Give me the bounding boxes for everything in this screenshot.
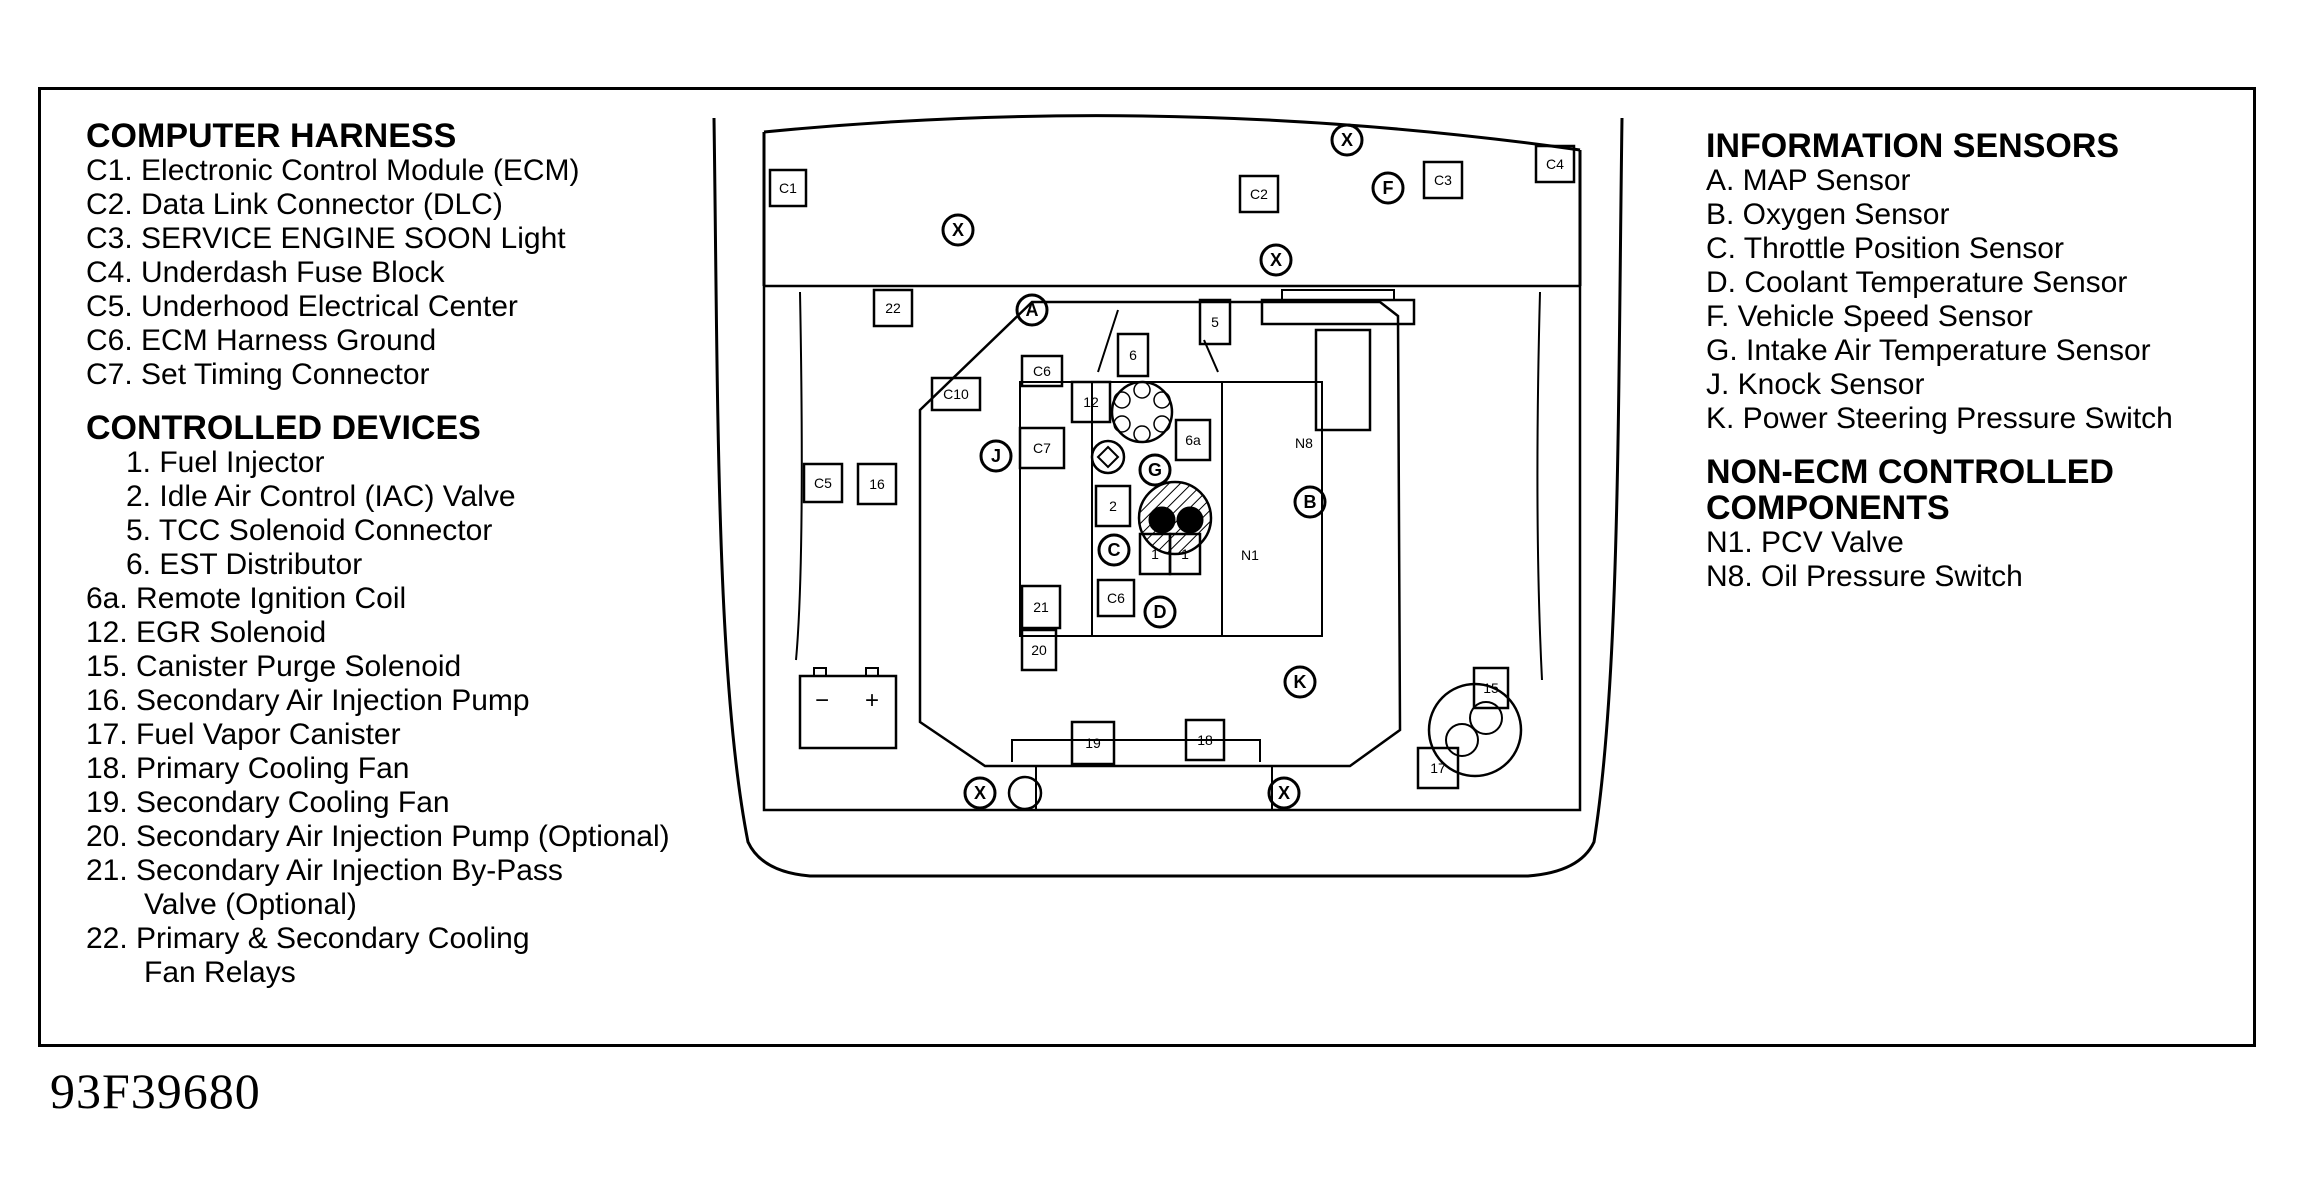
legend-item-j: J. Knock Sensor xyxy=(1706,368,1925,401)
legend-item-c3: C3. SERVICE ENGINE SOON Light xyxy=(86,222,566,255)
ground-x-3: X xyxy=(1270,250,1282,270)
label-1b: 1 xyxy=(1181,546,1189,562)
legend-item-2: 2. Idle Air Control (IAC) Valve xyxy=(126,480,516,513)
information-sensors-heading: INFORMATION SENSORS xyxy=(1706,127,2120,165)
legend-item-k: K. Power Steering Pressure Switch xyxy=(1706,402,2173,435)
label-18: 18 xyxy=(1197,732,1213,748)
label-20: 20 xyxy=(1031,642,1047,658)
label-c1: C1 xyxy=(779,180,797,196)
sensor-f: F xyxy=(1383,178,1394,198)
label-6a: 6a xyxy=(1185,432,1201,448)
sensor-g: G xyxy=(1148,460,1162,480)
label-c5: C5 xyxy=(814,475,832,491)
intake-duct xyxy=(1314,328,1372,432)
legend-item-a: A. MAP Sensor xyxy=(1706,164,1911,197)
legend-item-f: F. Vehicle Speed Sensor xyxy=(1706,300,2033,333)
battery-plus: + xyxy=(865,687,879,714)
controlled-devices-heading: CONTROLLED DEVICES xyxy=(86,409,481,447)
engine-enclosure xyxy=(918,300,1402,768)
sensor-c: C xyxy=(1108,540,1121,560)
legend-item-6a: 6a. Remote Ignition Coil xyxy=(86,582,407,615)
sensor-b: B xyxy=(1304,492,1317,512)
legend-item-c7: C7. Set Timing Connector xyxy=(86,358,430,391)
label-c6-low: C6 xyxy=(1107,590,1125,606)
diagram-frame xyxy=(38,87,2256,1047)
legend-item-n8: N8. Oil Pressure Switch xyxy=(1706,560,2023,593)
label-6: 6 xyxy=(1129,347,1137,363)
vehicle-body-outline xyxy=(712,117,1624,878)
legend-item-16: 16. Secondary Air Injection Pump xyxy=(86,684,530,717)
legend-item-21: 21. Secondary Air Injection By-Pass xyxy=(86,854,563,887)
computer-harness-heading: COMPUTER HARNESS xyxy=(86,117,457,155)
legend-item-c5: C5. Underhood Electrical Center xyxy=(86,290,518,323)
legend-item-17: 17. Fuel Vapor Canister xyxy=(86,718,401,751)
sensor-k: K xyxy=(1294,672,1307,692)
label-c10: C10 xyxy=(943,386,969,402)
legend-item-c2: C2. Data Link Connector (DLC) xyxy=(86,188,503,221)
label-17: 17 xyxy=(1430,760,1446,776)
legend-item-18: 18. Primary Cooling Fan xyxy=(86,752,410,785)
legend-item-20: 20. Secondary Air Injection Pump (Option… xyxy=(86,820,670,853)
label-n1: N1 xyxy=(1241,547,1259,563)
legend-item-d: D. Coolant Temperature Sensor xyxy=(1706,266,2128,299)
label-2: 2 xyxy=(1109,498,1117,514)
label-c2: C2 xyxy=(1250,186,1268,202)
label-1a: 1 xyxy=(1151,546,1159,562)
label-15: 15 xyxy=(1483,680,1499,696)
legend-item-n1: N1. PCV Valve xyxy=(1706,526,1904,559)
label-n8: N8 xyxy=(1295,435,1313,451)
ground-x-5: X xyxy=(1278,783,1290,803)
label-22: 22 xyxy=(885,300,901,316)
sensor-j: J xyxy=(991,446,1001,466)
battery xyxy=(798,674,898,750)
legend-item-6: 6. EST Distributor xyxy=(126,548,363,581)
label-c6-top: C6 xyxy=(1033,363,1051,379)
label-c4: C4 xyxy=(1546,156,1564,172)
radiator-support xyxy=(1011,739,1261,762)
ground-x-4: X xyxy=(974,783,986,803)
legend-item-15: 15. Canister Purge Solenoid xyxy=(86,650,462,683)
non-ecm-heading-line2: COMPONENTS xyxy=(1706,489,1950,527)
left-legend: COMPUTER HARNESS C1. Electronic Control … xyxy=(86,118,670,990)
cowl-line xyxy=(763,114,1581,152)
sensor-a: A xyxy=(1026,300,1039,320)
legend-item-19: 19. Secondary Cooling Fan xyxy=(86,786,450,819)
label-16: 16 xyxy=(869,476,885,492)
distributor-cap xyxy=(1110,380,1174,444)
legend-item-1: 1. Fuel Injector xyxy=(126,446,325,479)
non-ecm-heading-line1: NON-ECM CONTROLLED xyxy=(1706,453,2114,491)
ground-x-2: X xyxy=(952,220,964,240)
legend-item-c1: C1. Electronic Control Module (ECM) xyxy=(86,154,580,187)
label-19: 19 xyxy=(1085,735,1101,751)
label-c3: C3 xyxy=(1434,172,1452,188)
legend-item-5: 5. TCC Solenoid Connector xyxy=(126,514,493,547)
label-21: 21 xyxy=(1033,599,1049,615)
right-legend: INFORMATION SENSORS A. MAP Sensor B. Oxy… xyxy=(1706,128,2173,594)
figure-id: 93F39680 xyxy=(50,1063,261,1119)
sensor-d: D xyxy=(1154,602,1167,622)
legend-item-g: G. Intake Air Temperature Sensor xyxy=(1706,334,2151,367)
legend-item-c: C. Throttle Position Sensor xyxy=(1706,232,2064,265)
left-wheel-well xyxy=(795,291,803,661)
legend-item-12: 12. EGR Solenoid xyxy=(86,616,327,649)
legend-item-c4: C4. Underdash Fuse Block xyxy=(86,256,445,289)
battery-minus: − xyxy=(815,687,829,714)
label-5: 5 xyxy=(1211,314,1219,330)
legend-item-b: B. Oxygen Sensor xyxy=(1706,198,1950,231)
label-12: 12 xyxy=(1083,394,1099,410)
ground-x-1: X xyxy=(1341,130,1353,150)
label-c7: C7 xyxy=(1033,440,1051,456)
legend-item-21-cont: Valve (Optional) xyxy=(144,888,357,921)
air-cleaner xyxy=(1260,298,1416,326)
legend-item-22-cont: Fan Relays xyxy=(144,956,296,989)
right-wheel-well xyxy=(1536,291,1543,681)
engine-bay-outline xyxy=(762,284,1582,812)
legend-item-c6: C6. ECM Harness Ground xyxy=(86,324,437,357)
legend-item-22: 22. Primary & Secondary Cooling xyxy=(86,922,530,955)
